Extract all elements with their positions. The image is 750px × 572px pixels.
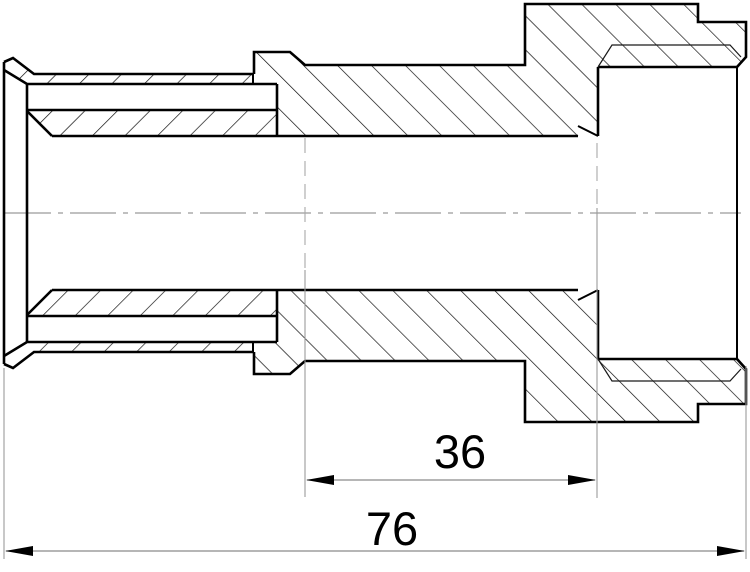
arrow-left-icon xyxy=(5,546,33,556)
left-part-hatching xyxy=(4,58,277,368)
arrow-left-icon xyxy=(306,475,334,485)
body-hatching xyxy=(253,4,746,422)
arrow-right-icon xyxy=(717,546,745,556)
dimension-36-label: 36 xyxy=(434,425,486,478)
insert-part-outline xyxy=(2,56,578,370)
dimension-36: 36 xyxy=(304,138,598,498)
dimension-76-label: 76 xyxy=(366,502,418,555)
arrow-right-icon xyxy=(568,475,596,485)
dimension-76: 76 xyxy=(3,366,747,559)
